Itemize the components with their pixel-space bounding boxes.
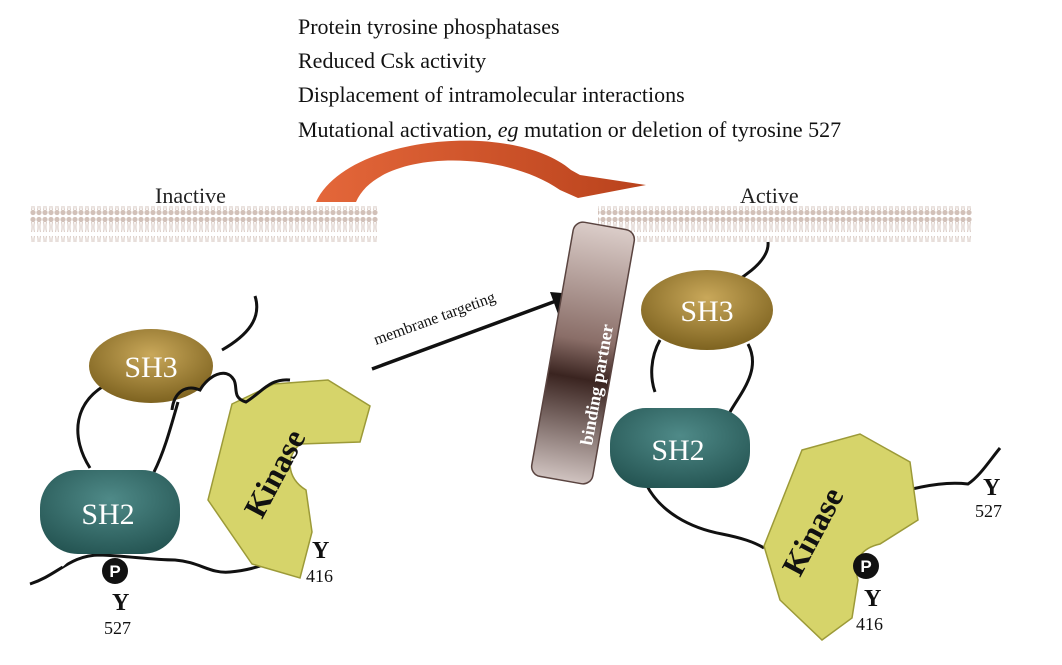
linker-line — [728, 343, 754, 413]
active-src: binding partner SH3 SH2 Kinase P Y 416 Y… — [530, 221, 1002, 641]
y527-letter: Y — [983, 475, 1000, 501]
membrane-targeting-label: membrane targeting — [372, 289, 498, 349]
active-title: Active — [740, 183, 799, 208]
sh2-label: SH2 — [651, 434, 704, 467]
sh3-domain — [641, 270, 773, 350]
mechanism-item-mutational: Mutational activation, eg mutation or de… — [298, 117, 841, 142]
y416-number: 416 — [306, 566, 333, 586]
sh2-label: SH2 — [81, 498, 134, 531]
mechanism-list: Protein tyrosine phosphatases Reduced Cs… — [298, 14, 841, 142]
y527-number: 527 — [975, 501, 1002, 521]
c-terminal-tail — [29, 553, 279, 586]
mechanism-item: Reduced Csk activity — [298, 48, 486, 73]
sh3-label: SH3 — [124, 351, 177, 384]
phospho-circle — [853, 553, 879, 579]
mechanism-item: Protein tyrosine phosphatases — [298, 14, 560, 39]
y527-letter: Y — [112, 590, 129, 616]
linker-line — [152, 401, 180, 473]
membrane-left — [30, 206, 378, 242]
y527-number: 527 — [104, 618, 131, 638]
kinase-domain — [207, 379, 371, 579]
binding-partner — [530, 221, 636, 485]
sh2-domain — [610, 408, 750, 488]
inactive-src: SH3 SH2 Kinase P Y 527 Y 416 — [29, 295, 371, 638]
phospho-circle — [102, 558, 128, 584]
y416-letter: Y — [312, 538, 329, 564]
phospho-label: P — [860, 557, 871, 576]
sh3-domain — [89, 329, 213, 403]
c-terminal-tail — [899, 447, 1002, 494]
phospho-label: P — [109, 562, 120, 581]
membrane-right — [598, 206, 972, 242]
inactive-title: Inactive — [155, 183, 226, 208]
sh2-kinase-linker — [170, 371, 291, 411]
membrane-targeting-arrow: membrane targeting — [371, 289, 574, 371]
linker-line — [650, 339, 662, 393]
y416-letter: Y — [864, 586, 881, 612]
sh3-label: SH3 — [680, 295, 733, 328]
sh2-kinase-linker — [644, 483, 765, 550]
activation-arrow — [316, 140, 646, 202]
sh2-domain — [40, 470, 180, 554]
mechanism-item: Displacement of intramolecular interacti… — [298, 82, 685, 107]
y416-number: 416 — [856, 614, 883, 634]
n-terminus-line — [221, 295, 259, 352]
kinase-domain — [763, 433, 919, 641]
